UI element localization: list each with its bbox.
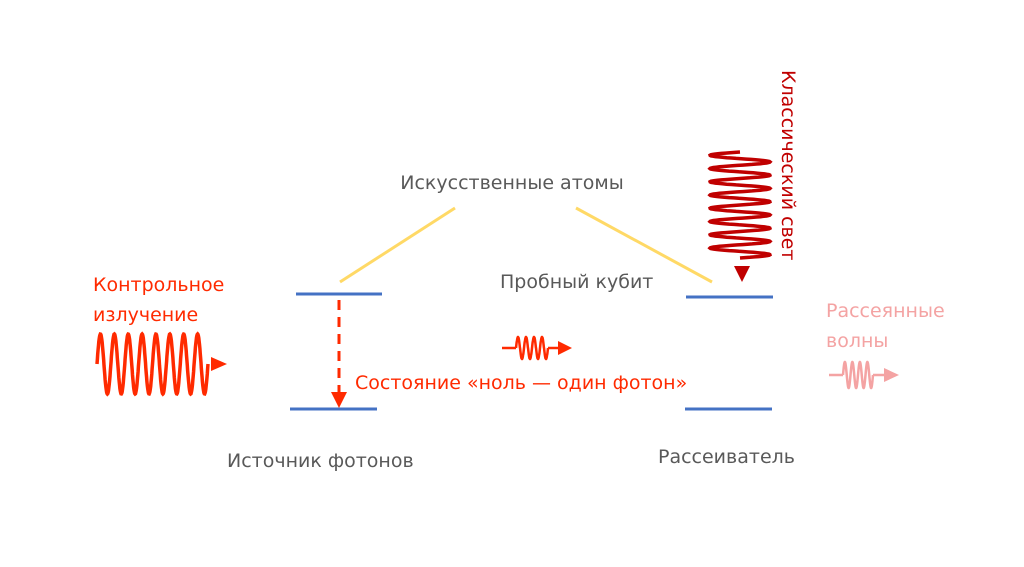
photon-wave-arrowhead [558,341,572,355]
control-radiation-label-1: Контрольное [93,274,224,296]
scattered-wave-icon [841,360,875,390]
scattered-wave-arrowhead [884,368,899,382]
scatterer-label: Рассеиватель [658,446,795,468]
control-wave-arrowhead [211,357,227,371]
photon-wave-icon [514,335,550,361]
transition-arrowhead [331,392,347,408]
classical-light-arrowhead [734,266,750,282]
control-radiation-label-2: излучение [93,304,198,326]
connector-line-right [575,206,713,284]
scattered-waves-label-2: волны [826,330,888,352]
probe-qubit-label: Пробный кубит [500,271,653,293]
photon-source-label: Источник фотонов [227,450,414,472]
artificial-atoms-label: Искусственные атомы [400,172,623,194]
classical-light-wave-icon [707,150,773,260]
control-wave-icon [95,331,210,397]
classical-light-label: Классический свет [777,70,799,261]
scattered-waves-label-1: Рассеянные [826,300,945,322]
state-label: Состояние «ноль — один фотон» [355,372,687,394]
connector-line-left [339,206,456,284]
